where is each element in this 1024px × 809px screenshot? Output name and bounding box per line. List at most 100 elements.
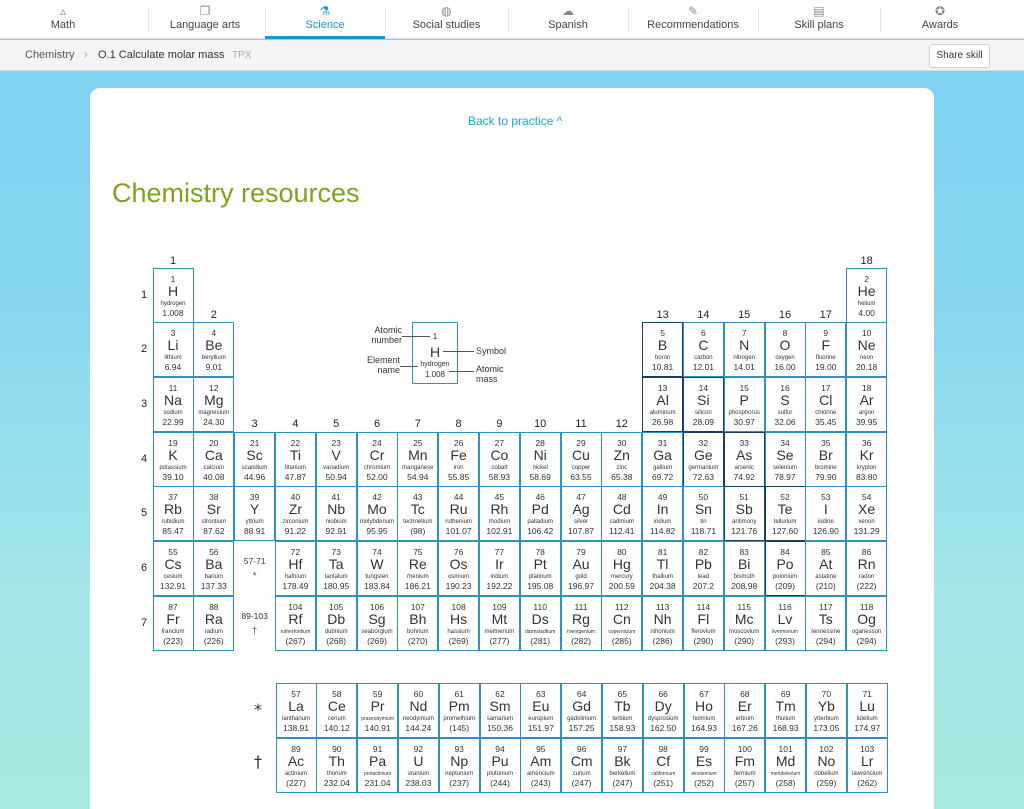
element-symbol: Hs	[450, 610, 468, 627]
tab-science[interactable]: ⚗Science	[265, 0, 385, 39]
atomic-mass: 9.01	[205, 362, 223, 373]
element-symbol: Og	[857, 610, 876, 627]
element-symbol: Tb	[614, 698, 631, 714]
atomic-number: 44	[453, 492, 464, 503]
tab-social-studies[interactable]: ◍Social studies	[385, 0, 508, 39]
element-symbol: Rg	[572, 610, 590, 627]
atomic-number: 30	[617, 437, 627, 448]
tab-spanish[interactable]: ☁Spanish	[508, 0, 628, 39]
element-name: ytterbium	[814, 716, 839, 722]
atomic-number: 55	[168, 547, 178, 557]
element-name: zinc	[616, 464, 628, 471]
element-name: krypton	[856, 464, 877, 471]
atomic-number: 32	[698, 437, 709, 448]
series-range: 57-71	[243, 556, 266, 566]
tab-language-arts[interactable]: ❐Language arts	[148, 0, 262, 39]
atomic-number: 16	[780, 382, 790, 393]
atomic-mass: 50.94	[325, 471, 347, 482]
element-symbol: Eu	[532, 698, 550, 714]
atomic-mass: 183.84	[364, 581, 390, 591]
group-label: 3	[251, 418, 258, 430]
period-label: 7	[140, 616, 148, 629]
tab-label: Math	[50, 19, 76, 31]
tab-math[interactable]: ▵Math	[40, 0, 86, 39]
atomic-number: 81	[657, 547, 668, 557]
element-name: francium	[161, 628, 185, 635]
element-name: silicon	[695, 409, 712, 416]
trophy-icon: ✪	[934, 4, 946, 18]
breadcrumb: Chemistry › O.1 Calculate molar mass TPX	[0, 40, 1024, 71]
breadcrumb-subject[interactable]: Chemistry	[25, 49, 75, 61]
element-symbol: He	[857, 282, 876, 299]
element-symbol: Pr	[370, 698, 385, 714]
back-to-practice-link[interactable]: Back to practice ^	[468, 114, 563, 128]
element-symbol: Sn	[694, 501, 712, 518]
atomic-mass: (247)	[612, 778, 633, 788]
element-symbol: Sc	[246, 446, 263, 463]
atomic-number: 70	[821, 689, 832, 699]
atomic-mass: 54.94	[407, 471, 429, 482]
atomic-mass: (243)	[530, 778, 551, 788]
atomic-number: 10	[861, 328, 872, 339]
element-name: carbon	[694, 355, 713, 362]
element-symbol: Lu	[859, 698, 875, 714]
period-label: 6	[140, 562, 148, 574]
atomic-number: 60	[413, 689, 424, 699]
atomic-number: 45	[494, 492, 505, 503]
atomic-mass: 173.05	[813, 723, 840, 733]
element-symbol: Ho	[695, 698, 713, 714]
tab-label: Recommendations	[647, 19, 739, 31]
atomic-number: 15	[739, 382, 749, 393]
atomic-number: 97	[617, 744, 628, 754]
group-label: 13	[656, 309, 669, 321]
element-symbol: Th	[328, 753, 345, 769]
element-name: bohrium	[406, 628, 429, 635]
atomic-mass: (294)	[815, 635, 836, 646]
element-name: roentgenium	[567, 628, 595, 635]
atomic-number: 87	[168, 601, 178, 612]
element-name: molybdenum	[359, 519, 395, 526]
atomic-mass: 10.81	[651, 362, 674, 373]
atomic-number: 48	[617, 492, 627, 503]
element-name: thorium	[326, 771, 347, 777]
key-cell: 1 H hydrogen 1.008	[412, 322, 458, 384]
atomic-mass: 132.91	[160, 581, 186, 591]
atomic-mass: 44.96	[243, 471, 266, 482]
share-skill-button[interactable]: Share skill	[929, 44, 990, 68]
element-symbol: Tl	[656, 556, 669, 572]
atomic-mass: (258)	[775, 778, 796, 788]
element-name: calcium	[203, 464, 224, 471]
element-name: gallium	[653, 464, 673, 471]
series-range: 89-103	[241, 610, 268, 621]
element-name: gold	[575, 574, 587, 580]
element-name: mercury	[610, 574, 633, 580]
atomic-mass: (223)	[163, 635, 183, 646]
atomic-number: 47	[576, 492, 586, 503]
element-symbol: Cm	[570, 753, 593, 769]
element-name: titanium	[284, 464, 306, 471]
element-symbol: Sm	[489, 698, 511, 714]
atomic-number: 17	[821, 382, 831, 393]
atomic-number: 106	[369, 601, 385, 612]
tab-awards[interactable]: ✪Awards	[880, 0, 1000, 39]
element-name: nitrogen	[733, 355, 756, 362]
element-symbol: Lr	[860, 753, 874, 769]
element-symbol: Ne	[857, 337, 876, 354]
atomic-mass: (262)	[857, 778, 878, 788]
element-name: technetium	[403, 519, 433, 526]
atomic-number: 43	[413, 492, 423, 503]
element-name: meitnerium	[484, 628, 515, 635]
tab-recommendations[interactable]: ✎Recommendations	[628, 0, 758, 39]
tab-skill-plans[interactable]: ▤Skill plans	[758, 0, 880, 39]
